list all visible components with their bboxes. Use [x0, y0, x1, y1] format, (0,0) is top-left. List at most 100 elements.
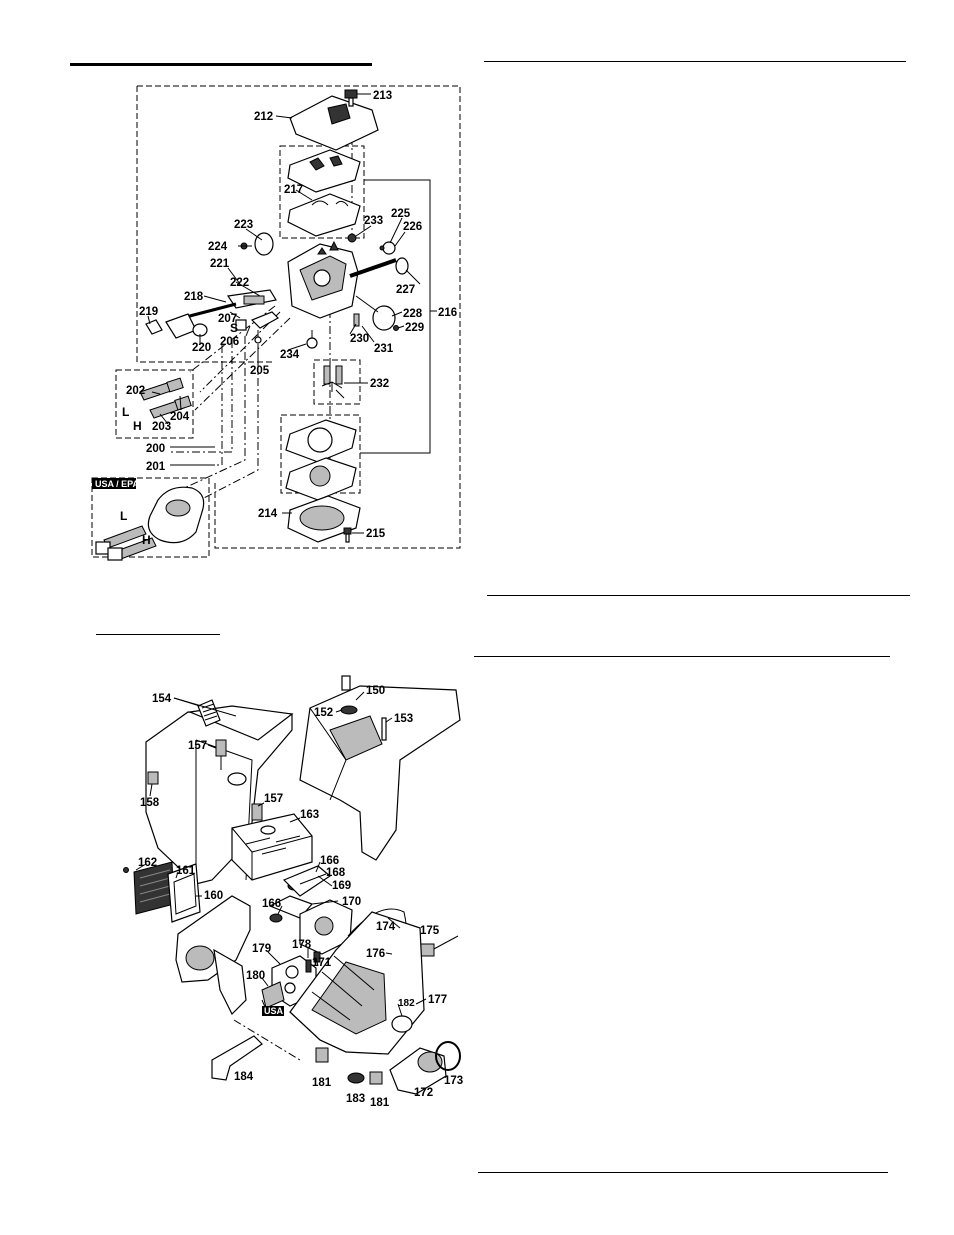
metering-gasket-diaphragm: [285, 419, 357, 501]
adjust-letter: H: [142, 533, 151, 547]
callout-172: 172: [414, 1087, 433, 1099]
callout-201: 201: [146, 461, 166, 473]
part-233: [347, 233, 357, 243]
air-filter-163: [231, 813, 313, 881]
callout-207: 207: [218, 313, 237, 325]
callout-171: 171: [312, 957, 332, 969]
callout-175: 175: [420, 925, 440, 937]
header-rule-left: [70, 63, 372, 66]
usa-badge: [262, 1006, 284, 1016]
air-box-177: [289, 911, 425, 1055]
mixture-needles-202-204: [139, 377, 192, 419]
callout-225: 225: [391, 208, 411, 220]
callout-178: 178: [292, 939, 312, 951]
callout-200: 200: [146, 443, 165, 455]
needle-set-box: [115, 369, 194, 439]
bracket-216: [360, 179, 431, 454]
callout-161: 161: [176, 865, 196, 877]
callout-232: 232: [370, 378, 389, 390]
callout-217: 217: [284, 184, 303, 196]
callout-206: 206: [220, 336, 239, 348]
mount-181-left: [315, 1047, 329, 1063]
carburetor-in-airbox: [299, 899, 353, 955]
section-rule-right-2: [474, 656, 890, 657]
callout-173: 173: [444, 1075, 463, 1087]
gasket-kit-upper-box: [279, 145, 365, 239]
callout-233: 233: [364, 215, 383, 227]
carb-assembly-frame: [136, 85, 461, 549]
callout-203: 203: [152, 421, 171, 433]
lever-184: [211, 1035, 263, 1081]
footer-rule-right: [478, 1172, 888, 1173]
grommet-175: [419, 943, 435, 957]
part-178: [305, 959, 312, 973]
callout-181-right: 181: [370, 1097, 390, 1109]
choke-shaft-227: [349, 241, 409, 278]
callout-169: 169: [332, 880, 351, 892]
callout-166-upper: 166: [320, 855, 339, 867]
callout-231: 231: [374, 343, 394, 355]
usa-epa-badge: [92, 478, 136, 489]
callout-150: 150: [366, 685, 385, 697]
bracket-160: [175, 895, 251, 1016]
nut-166-lower: [269, 913, 283, 923]
pump-gasket-217: [287, 149, 361, 237]
knob-screw-157-lower: [251, 803, 263, 821]
callout-215: 215: [366, 528, 386, 540]
shroud-150: [299, 685, 461, 861]
throttle-assembly: [145, 289, 318, 349]
header-rule-right: [484, 61, 906, 62]
carburetor-body: [287, 233, 359, 319]
callout-154: 154: [152, 693, 172, 705]
section-rule-right-1: [487, 595, 910, 596]
callout-158: 158: [140, 797, 160, 809]
callout-180: 180: [246, 970, 265, 982]
callout-160: 160: [204, 890, 223, 902]
callout-221: 221: [210, 258, 230, 270]
callout-181-left: 181: [312, 1077, 332, 1089]
metering-needles-232: [321, 365, 345, 399]
screen-162: [123, 861, 175, 915]
callout-168: 168: [326, 867, 346, 879]
cover-plate-212: [289, 95, 379, 151]
callout-205: 205: [250, 365, 270, 377]
gasket-kit-lower-box: [280, 414, 361, 494]
callout-182: 182: [398, 998, 415, 1009]
callout-220: 220: [192, 342, 211, 354]
callout-212: 212: [254, 111, 273, 123]
callout-230: 230: [350, 333, 369, 345]
callout-166-lower: 166: [262, 898, 281, 910]
callout-174: 174: [376, 921, 396, 933]
washer-183: [347, 1072, 365, 1084]
adjust-letter: L: [122, 405, 129, 419]
callout-163: 163: [300, 809, 319, 821]
callout-204: 204: [170, 411, 190, 423]
adjust-letter: H: [133, 419, 142, 433]
callout-170: 170: [342, 896, 361, 908]
spring-230: [353, 313, 360, 327]
callout-157-upper: 157: [188, 740, 207, 752]
mount-181-right: [369, 1071, 383, 1085]
callout-177: 177: [428, 994, 447, 1006]
needle-kit-box: [313, 359, 361, 405]
callout-227: 227: [396, 284, 415, 296]
callout-153: 153: [394, 713, 413, 725]
epa-limiter-box: [91, 477, 210, 558]
callout-162: 162: [138, 857, 157, 869]
callout-202: 202: [126, 385, 145, 397]
callout-222: 222: [230, 277, 249, 289]
section-rule-left-2: [96, 634, 220, 635]
callout-216: 216: [438, 307, 457, 319]
callout-152: 152: [314, 707, 333, 719]
callout-219: 219: [139, 306, 158, 318]
adjust-letter: S: [230, 321, 238, 335]
callout-213: 213: [373, 90, 392, 102]
usa-badge-text: USA: [264, 1006, 284, 1016]
clamp-173: [435, 1041, 461, 1071]
callout-184: 184: [234, 1071, 254, 1083]
screw-153: [381, 717, 387, 741]
callout-223: 223: [234, 219, 253, 231]
callout-234: 234: [280, 349, 300, 361]
